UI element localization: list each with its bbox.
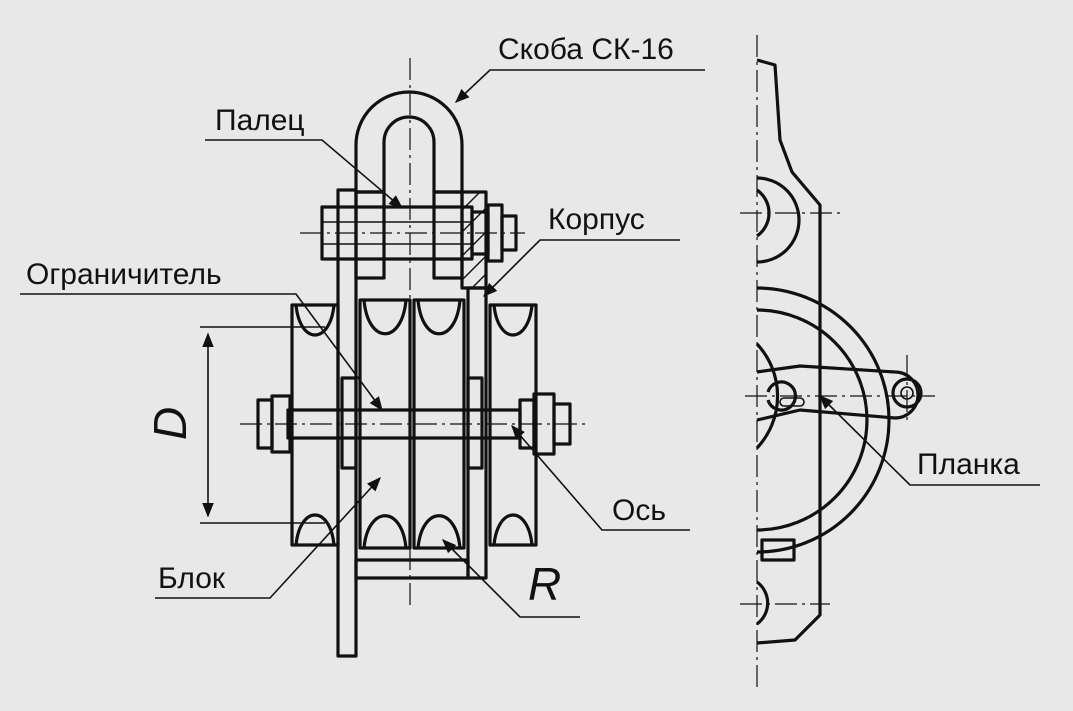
label-diameter: D: [144, 407, 196, 440]
shackle-outline: [354, 90, 464, 192]
shackle-inner: [382, 115, 436, 192]
side-view: [740, 35, 935, 690]
label-plate: Планка: [917, 448, 1020, 481]
leaders: [20, 69, 1040, 618]
label-pin: Палец: [215, 104, 305, 137]
pulleys: [290, 298, 538, 550]
label-radius: R: [528, 558, 561, 610]
label-shackle: Скоба СК-16: [498, 33, 674, 66]
side-body-outline: [756, 58, 822, 645]
label-axle: Ось: [612, 494, 666, 527]
label-body: Корпус: [548, 203, 645, 236]
plate: [756, 364, 920, 422]
label-limiter: Ограничитель: [26, 258, 222, 291]
label-block: Блок: [158, 562, 226, 595]
body-section-hatch: [460, 190, 488, 290]
